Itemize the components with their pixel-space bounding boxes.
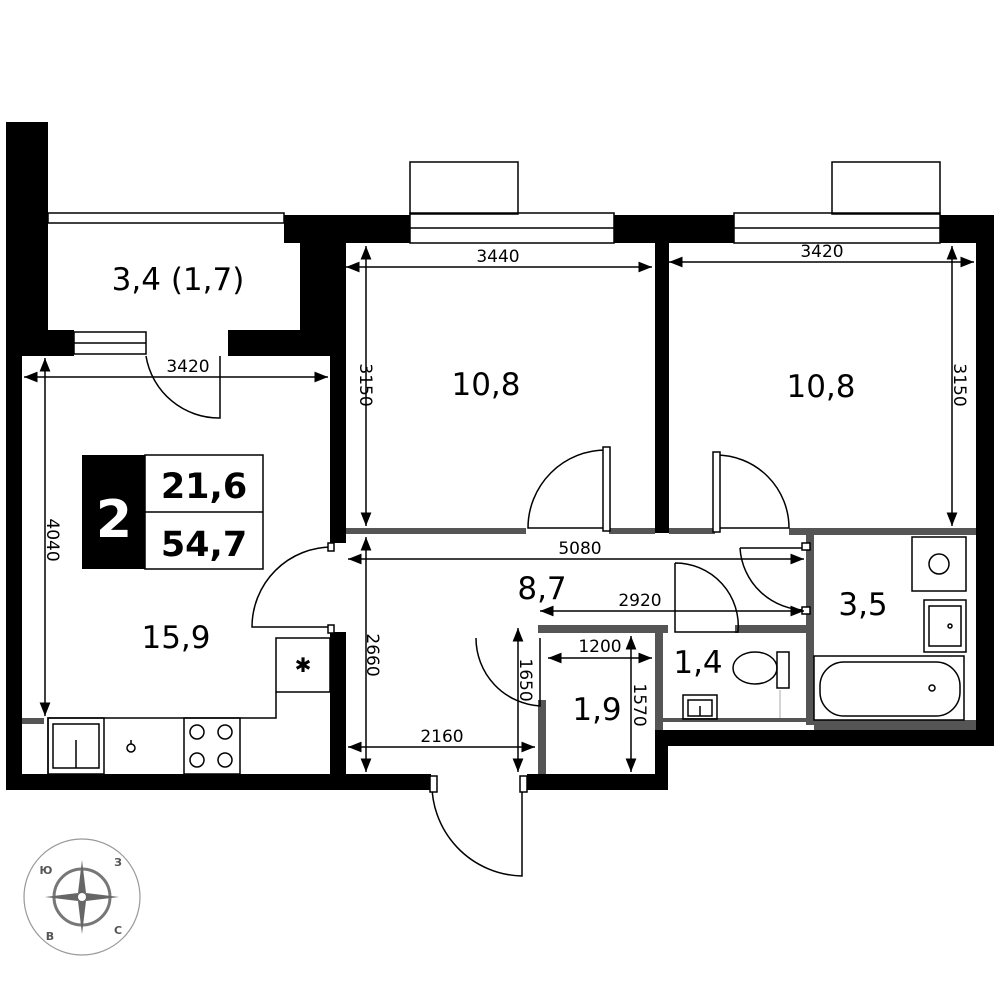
compass-east: З	[114, 856, 122, 869]
washing-machine-icon	[911, 536, 967, 592]
area-bedroom-left: 10,8	[451, 367, 520, 403]
partitions	[22, 528, 976, 774]
bathtub-icon	[813, 655, 965, 721]
dim-bedroom-right-height: 3150	[949, 363, 969, 406]
dim-corridor-width: 2920	[618, 591, 661, 611]
area-balcony: 3,4 (1,7)	[112, 262, 245, 298]
area-closet: 1,9	[572, 692, 621, 728]
area-living-kitchen: 15,9	[141, 620, 210, 656]
area-bedroom-right: 10,8	[786, 369, 855, 405]
dim-hallway-bottom: 2160	[420, 727, 463, 747]
room-areas: 3,4 (1,7) 10,8 10,8 15,9 8,7 3,5 1,4 1,9	[112, 262, 888, 728]
compass-north: Ю	[40, 864, 53, 877]
badge-living-area: 21,6	[161, 467, 247, 507]
dim-closet-door-height: 1650	[515, 658, 535, 701]
kitchen-counter	[47, 637, 331, 775]
window-frames	[74, 161, 941, 344]
wc-sink-icon	[682, 694, 718, 720]
compass-west: В	[46, 930, 54, 943]
dim-closet-height: 1570	[629, 683, 649, 726]
door-stops	[327, 446, 811, 793]
dim-bedroom-left-width: 3440	[476, 247, 519, 267]
badge-rooms-count: 2	[96, 490, 132, 550]
area-hallway: 8,7	[517, 571, 566, 607]
dim-bedroom-left-height: 3150	[355, 363, 375, 406]
area-bathroom: 3,5	[838, 587, 887, 623]
bath-sink-icon	[923, 599, 967, 653]
toilet-icon	[732, 651, 790, 689]
dim-hallway-height: 2660	[362, 633, 382, 676]
dim-closet-width: 1200	[578, 637, 621, 657]
apartment-badge: 2 21,6 54,7	[82, 454, 264, 570]
compass-south: С	[114, 924, 122, 937]
area-wc: 1,4	[673, 645, 722, 681]
dimension-labels: 3440 3420 3420 3150 3150 4040 5080 2660 …	[42, 242, 969, 747]
stove-icon	[189, 724, 233, 768]
dimension-lines	[24, 246, 974, 772]
fridge-icon: ✱	[295, 653, 312, 677]
dim-hallway-width: 5080	[558, 539, 601, 559]
dim-living-width: 3420	[166, 357, 209, 377]
walls	[6, 122, 994, 790]
kitchen-tap-icon	[126, 740, 136, 753]
badge-total-area: 54,7	[161, 525, 247, 565]
dim-living-height: 4040	[42, 518, 62, 561]
compass: Ю З С В	[23, 838, 141, 956]
doors	[145, 355, 807, 877]
dim-bedroom-right-width: 3420	[800, 242, 843, 262]
